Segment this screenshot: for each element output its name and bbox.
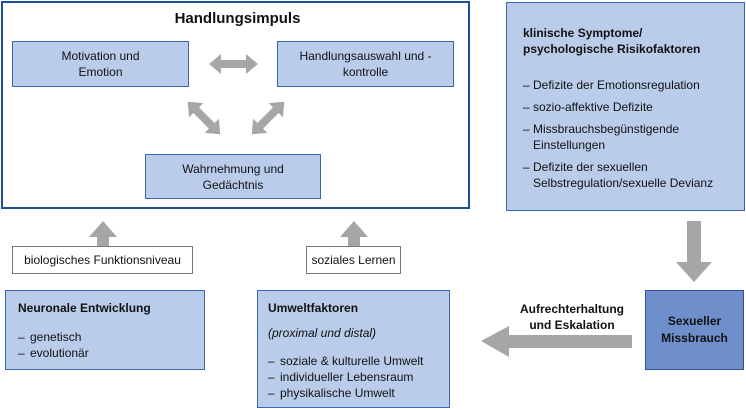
symptoms-list: –Defizite der Emotionsregulation –sozio-… <box>523 77 730 191</box>
sozial-label-box: soziales Lernen <box>306 246 401 274</box>
umweltfaktoren-panel: Umweltfaktoren (proximal und distal) –so… <box>257 290 450 408</box>
motivation-emotion-label: Motivation und Emotion <box>61 49 140 79</box>
list-item: –individueller Lebensraum <box>268 370 414 384</box>
list-item: –physikalische Umwelt <box>268 386 395 400</box>
handlungsauswahl-box: Handlungsauswahl und -kontrolle <box>277 41 454 87</box>
handlungsimpuls-title: Handlungsimpuls <box>174 10 301 27</box>
umweltfaktoren-subtitle: (proximal und distal) <box>268 326 377 340</box>
list-item: –sozio-affektive Defizite <box>523 100 653 114</box>
left-arrow-aufrechterhaltung <box>481 326 632 357</box>
biologisch-label-box: biologisches Funktionsniveau <box>12 246 193 274</box>
list-item: –Missbrauchsbegünstigende Einstellungen <box>523 122 680 152</box>
up-arrow-biologisch <box>89 221 117 246</box>
symptoms-panel: klinische Symptome/ psychologische Risik… <box>506 2 745 211</box>
biologisch-label: biologisches Funktionsniveau <box>24 253 181 267</box>
umweltfaktoren-title: Umweltfaktoren <box>268 301 359 315</box>
list-item: –genetisch <box>18 330 82 344</box>
neuronale-list: –genetisch –evolutionär <box>18 329 192 361</box>
double-arrow-right-diagonal <box>251 101 285 135</box>
handlungsauswahl-label: Handlungsauswahl und -kontrolle <box>299 49 432 79</box>
list-item: –Defizite der Emotionsregulation <box>523 78 700 92</box>
motivation-emotion-box: Motivation und Emotion <box>12 41 189 87</box>
list-item: –evolutionär <box>18 346 89 360</box>
list-item: –soziale & kulturelle Umwelt <box>268 354 424 368</box>
neuronale-entwicklung-panel: Neuronale Entwicklung –genetisch –evolut… <box>5 290 205 370</box>
down-arrow-missbrauch <box>676 221 712 282</box>
missbrauch-line2: Missbrauch <box>661 331 728 345</box>
up-arrow-sozial <box>340 221 368 246</box>
sozial-label: soziales Lernen <box>311 253 396 267</box>
sexueller-missbrauch-box: Sexueller Missbrauch <box>645 290 744 370</box>
aufrechterhaltung-label: Aufrechterhaltung und Eskalation <box>519 302 624 332</box>
symptoms-title: klinische Symptome/ psychologische Risik… <box>523 26 701 56</box>
double-arrow-horizontal <box>209 54 258 74</box>
list-item: –Defizite der sexuellen Selbstregulation… <box>523 160 714 190</box>
wahrnehmung-box: Wahrnehmung und Gedächtnis <box>145 154 321 199</box>
wahrnehmung-label: Wahrnehmung und Gedächtnis <box>182 161 284 192</box>
umwelt-list: –soziale & kulturelle Umwelt –individuel… <box>268 353 439 401</box>
neuronale-entwicklung-title: Neuronale Entwicklung <box>18 301 151 315</box>
missbrauch-line1: Sexueller <box>667 314 722 328</box>
double-arrow-left-diagonal <box>187 101 221 135</box>
